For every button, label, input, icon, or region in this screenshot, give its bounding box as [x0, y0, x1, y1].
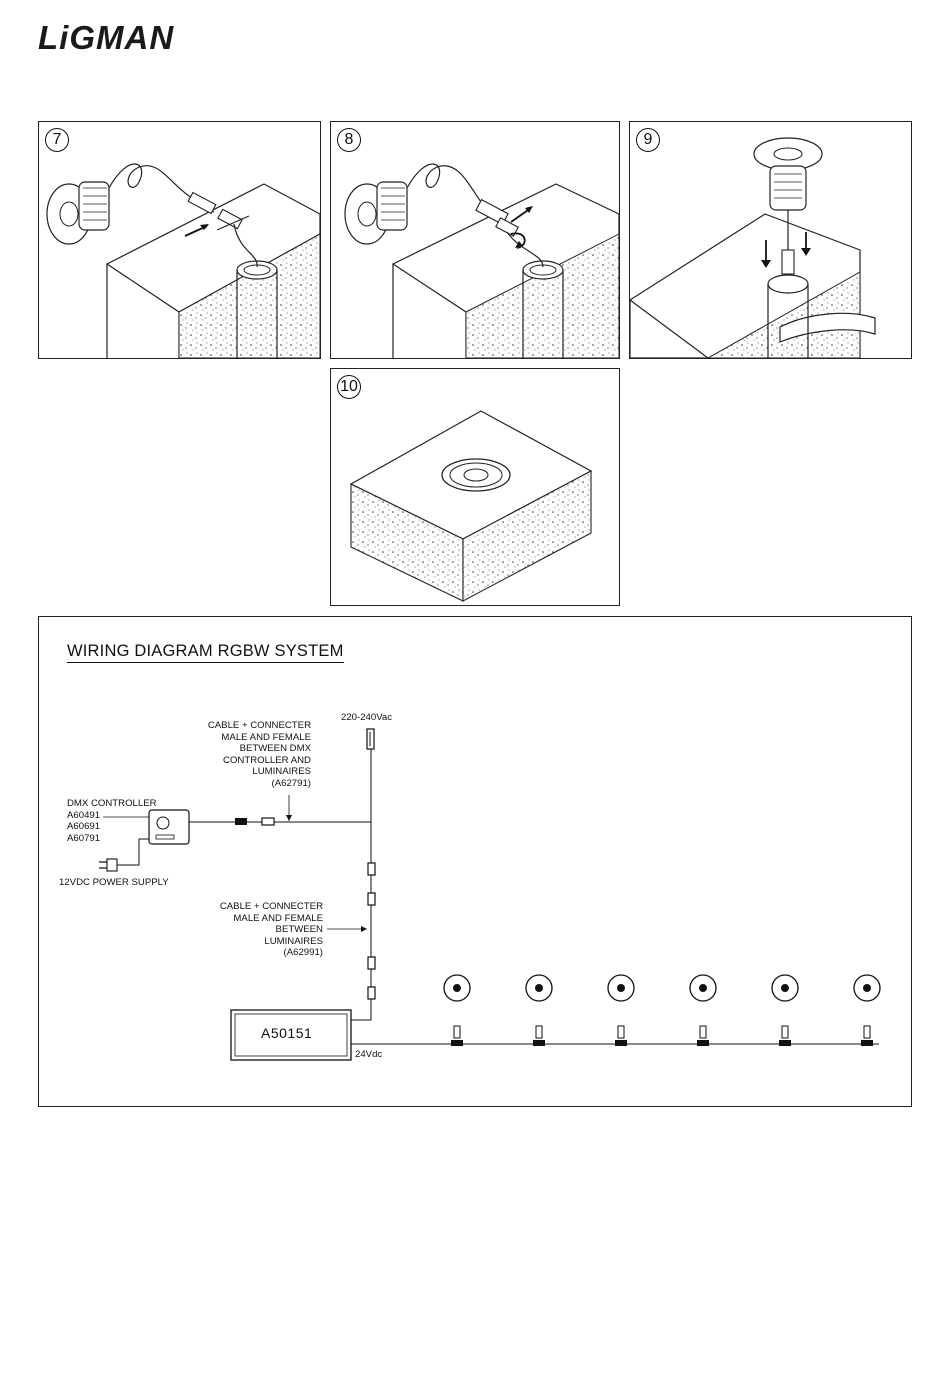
- step-10-panel: 10: [330, 368, 620, 606]
- step-7-panel: 7: [38, 121, 321, 359]
- bus-voltage-label: 24Vdc: [355, 1049, 382, 1061]
- step-number-badge: 8: [337, 128, 361, 152]
- step-8-illustration: [331, 122, 619, 358]
- dmx-connector-female: [262, 818, 274, 825]
- step-9-panel: 9: [629, 121, 912, 359]
- power-plug: [107, 859, 117, 871]
- wiring-diagram-lines: [39, 617, 911, 1106]
- ligman-logo: LiGMAN: [38, 20, 228, 54]
- power-supply-label: 12VDC POWER SUPPLY: [59, 877, 169, 889]
- luminaire-cable-label: CABLE + CONNECTER MALE AND FEMALE BETWEE…: [199, 901, 323, 959]
- luminaire-5: [772, 975, 798, 1046]
- dmx-controller-label: DMX CONTROLLER A60491 A60691 A60791: [67, 798, 157, 844]
- driver-label: A50151: [261, 1025, 312, 1041]
- step-9-illustration: [630, 122, 911, 358]
- luminaire-6: [854, 975, 880, 1046]
- step-number-badge: 9: [636, 128, 660, 152]
- luminaire-1: [444, 975, 470, 1046]
- step-number-badge: 10: [337, 375, 361, 399]
- luminaire-3: [608, 975, 634, 1046]
- wiring-diagram-panel: WIRING DIAGRAM RGBW SYSTEM: [38, 616, 912, 1107]
- step-10-illustration: [331, 369, 619, 605]
- step-7-illustration: [39, 122, 320, 358]
- luminaire-4: [690, 975, 716, 1046]
- step-8-panel: 8: [330, 121, 620, 359]
- mains-voltage-label: 220-240Vac: [341, 712, 392, 724]
- logo-wordmark: LiGMAN: [38, 20, 174, 54]
- luminaire-2: [526, 975, 552, 1046]
- dmx-connector-male: [235, 818, 247, 825]
- dmx-cable-label: CABLE + CONNECTER MALE AND FEMALE BETWEE…: [189, 720, 311, 789]
- step-number-badge: 7: [45, 128, 69, 152]
